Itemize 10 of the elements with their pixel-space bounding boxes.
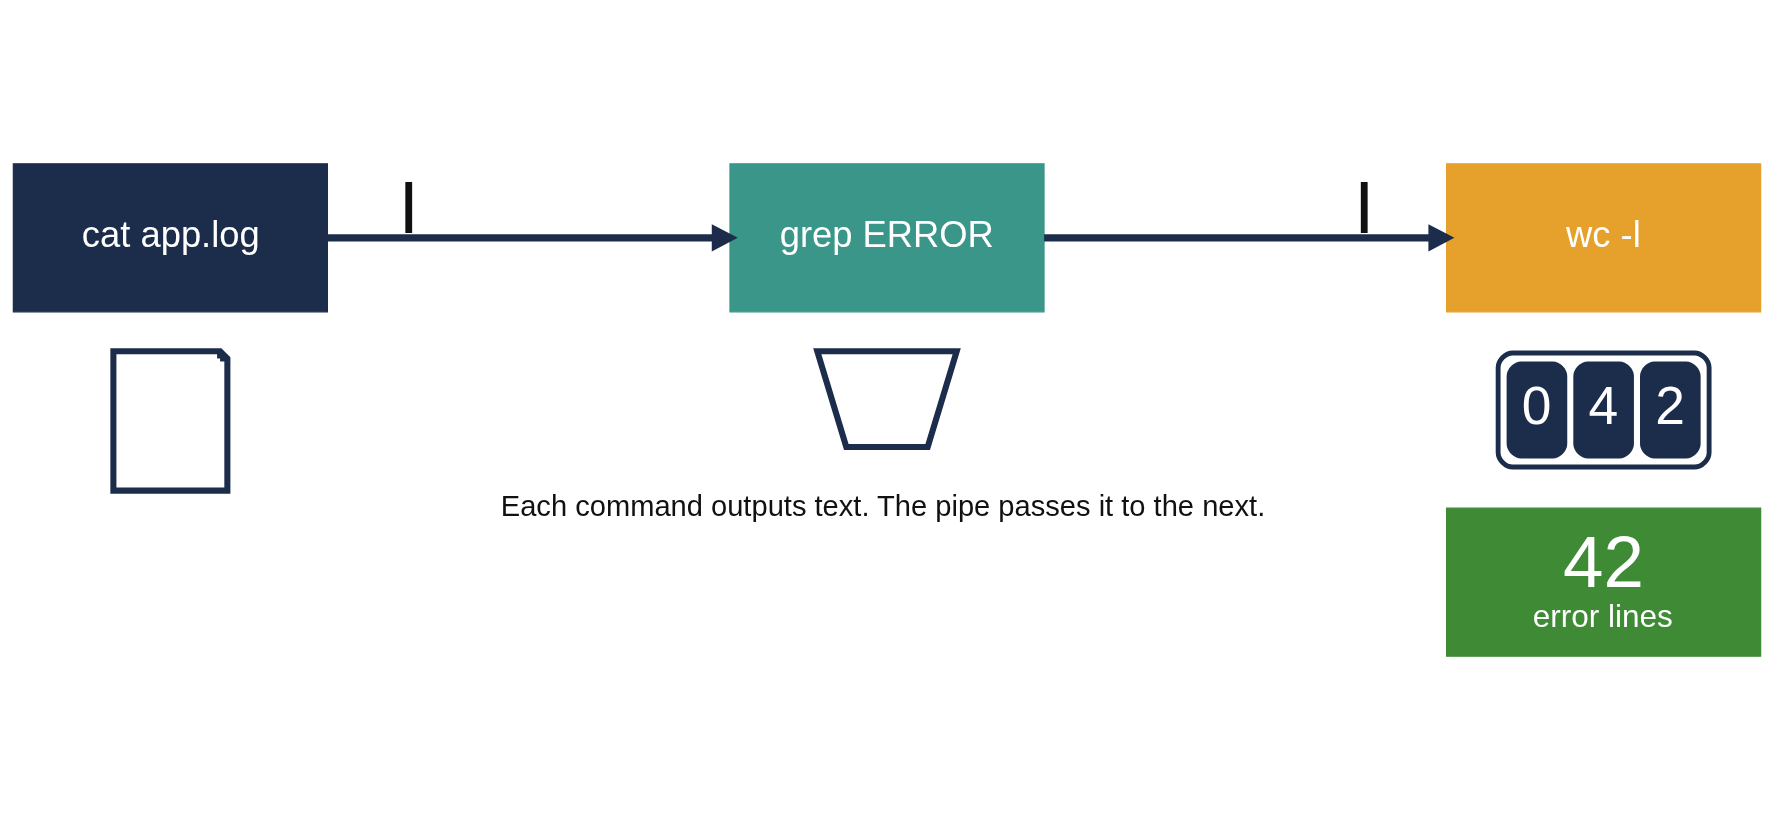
node-box: 42 error lines <box>1446 507 1762 657</box>
arrow <box>327 224 738 252</box>
arrow <box>1044 224 1455 252</box>
edge-label: | <box>1356 173 1372 233</box>
node-funnel <box>813 348 961 450</box>
edge-label: | <box>401 173 417 233</box>
node-box: grep ERROR <box>729 163 1045 313</box>
node-box: cat app.log <box>12 163 328 313</box>
node-box: wc -l <box>1446 163 1762 313</box>
label: Each command outputs text. The pipe passes it to the next. <box>500 489 1266 522</box>
